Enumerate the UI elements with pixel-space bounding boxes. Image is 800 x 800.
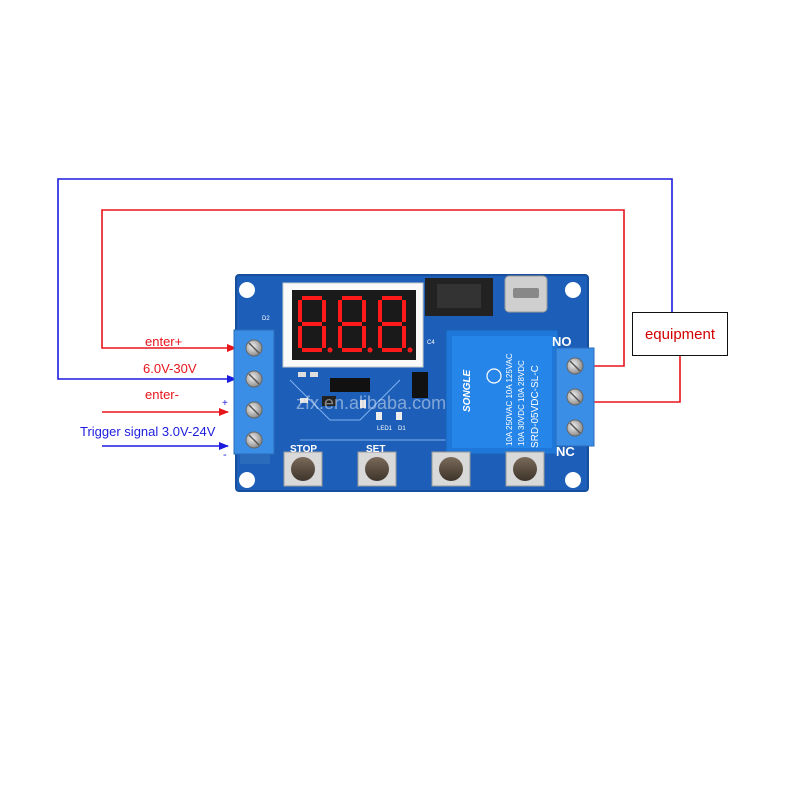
relay-module-board <box>233 274 595 492</box>
label-enter-minus: enter- <box>145 387 179 402</box>
label-equipment: equipment <box>644 325 716 343</box>
label-voltage: 6.0V-30V <box>143 361 197 376</box>
label-set: SET <box>366 444 385 455</box>
wire-blue-power <box>57 178 673 383</box>
label-enter-plus: enter+ <box>145 334 183 349</box>
display-segment <box>302 348 322 352</box>
chip <box>412 372 428 398</box>
label-minus: - <box>223 449 227 461</box>
mount-hole <box>565 472 581 488</box>
mount-hole <box>565 282 581 298</box>
display-segment <box>338 300 342 322</box>
display-segment <box>362 326 366 348</box>
relay <box>445 329 559 455</box>
label-stop: STOP <box>290 444 317 455</box>
mount-hole <box>239 472 255 488</box>
display-segment <box>342 348 362 352</box>
display-segment <box>338 326 342 348</box>
push-button <box>505 451 545 487</box>
display-segment <box>382 322 402 326</box>
display-decimal-point <box>367 347 373 353</box>
display-segment <box>298 326 302 348</box>
display-segment <box>382 348 402 352</box>
display-segment <box>378 326 382 348</box>
display-segment <box>322 300 326 322</box>
display-segment <box>342 296 362 300</box>
chip <box>322 396 336 406</box>
display-segment <box>342 322 362 326</box>
display-decimal-point <box>327 347 333 353</box>
display-segment <box>402 326 406 348</box>
display-segment <box>302 296 322 300</box>
set-button <box>357 451 397 487</box>
wire-red-no <box>101 209 625 367</box>
label-c4: C4 <box>427 340 435 346</box>
label-d2: D2 <box>262 316 270 322</box>
label-trigger-signal: Trigger signal 3.0V-24V <box>80 424 216 439</box>
display-segment <box>382 296 402 300</box>
watermark: zfx.en.alibaba.com <box>296 393 446 413</box>
relay-brand: SONGLE <box>462 369 473 412</box>
chip <box>330 378 370 392</box>
label-d1: D1 <box>398 426 406 432</box>
display-segment <box>378 300 382 322</box>
relay-rating-1: 10A 250VAC 10A 125VAC <box>505 353 514 446</box>
ul-logo-icon <box>486 368 502 384</box>
label-nc: NC <box>556 444 575 459</box>
relay-rating-2: 10A 30VDC 10A 28VDC <box>517 360 526 446</box>
display-segment <box>302 322 322 326</box>
label-no: NO <box>552 334 572 349</box>
label-led: LED1 <box>377 426 393 432</box>
equipment-box: equipment <box>632 312 728 356</box>
push-button <box>431 451 471 487</box>
display-segment <box>298 300 302 322</box>
led-indicator <box>396 412 402 420</box>
stop-button <box>283 451 323 487</box>
display-segment <box>402 300 406 322</box>
display-decimal-point <box>407 347 413 353</box>
mount-hole <box>239 282 255 298</box>
wire-red-com <box>594 356 681 403</box>
display-segment <box>362 300 366 322</box>
display-segment <box>322 326 326 348</box>
label-plus: + <box>222 398 228 409</box>
relay-model: SRD-05VDC-SL-C <box>530 365 541 448</box>
led-indicator <box>376 412 382 420</box>
